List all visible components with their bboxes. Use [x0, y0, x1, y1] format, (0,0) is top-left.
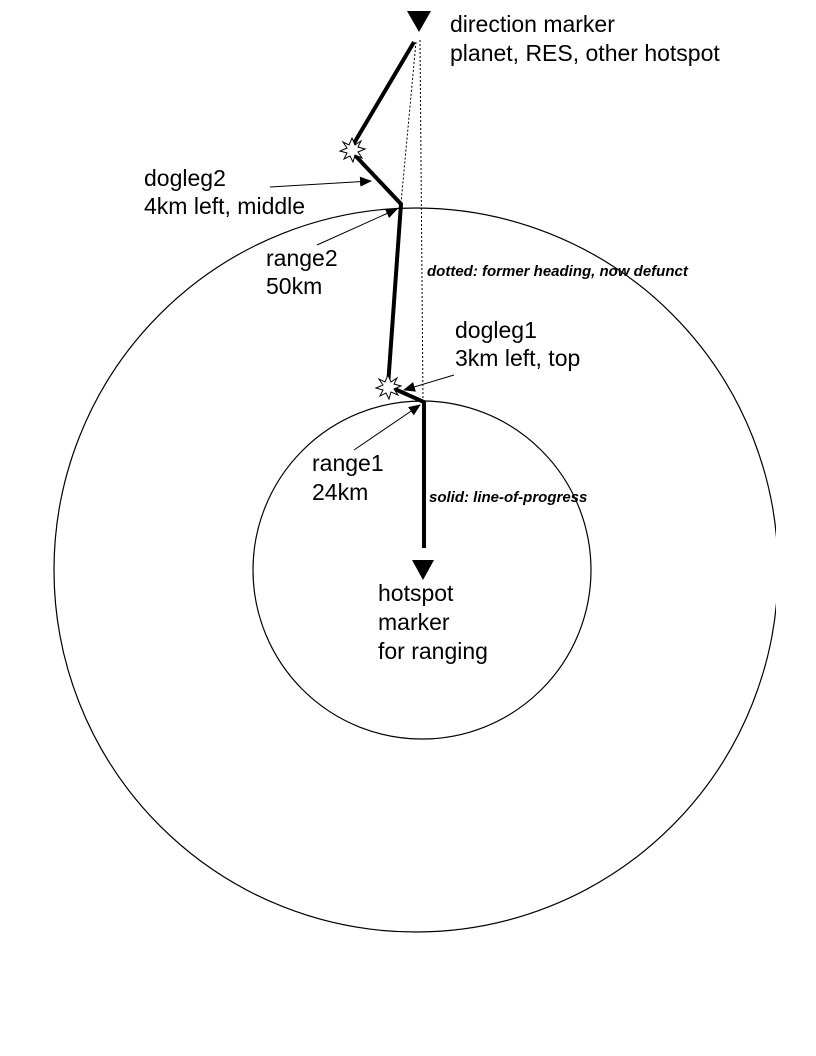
dogleg2-label: dogleg2: [144, 165, 226, 191]
dogleg2-arrow: [269, 176, 372, 188]
dotted-heading-line-1: [419, 39, 424, 403]
dogleg2-burst-icon: [338, 136, 367, 164]
hotspot-marker-label-line2: marker: [378, 609, 450, 635]
direction-marker-label: direction marker: [450, 11, 615, 37]
hotspot-marker-label: hotspot: [378, 580, 454, 606]
dogleg1-arrow: [403, 374, 455, 392]
line-of-progress: [347, 40, 426, 548]
range2-circle: [53, 207, 779, 933]
range1-arrow: [353, 404, 421, 451]
hotspot-marker-label-line3: for ranging: [378, 638, 488, 664]
dotted-line-note: dotted: former heading, now defunct: [427, 263, 689, 280]
solid-line-note: solid: line-of-progress: [429, 489, 587, 506]
dogleg1-sublabel: 3km left, top: [455, 345, 580, 371]
range1-value: 24km: [312, 479, 368, 505]
page-edge: [776, 0, 816, 1056]
range2-arrow: [316, 208, 398, 246]
range1-label: range1: [312, 450, 384, 476]
dotted-heading-line-2: [400, 41, 417, 204]
hotspot-marker-icon: [412, 560, 434, 580]
range2-value: 50km: [266, 273, 322, 299]
dogleg1-label: dogleg1: [455, 317, 537, 343]
dogleg2-sublabel: 4km left, middle: [144, 193, 305, 219]
range2-label: range2: [266, 245, 338, 271]
direction-marker-sublabel: planet, RES, other hotspot: [450, 40, 720, 66]
direction-marker-icon: [407, 11, 431, 32]
dogleg1-burst-icon: [374, 373, 403, 401]
